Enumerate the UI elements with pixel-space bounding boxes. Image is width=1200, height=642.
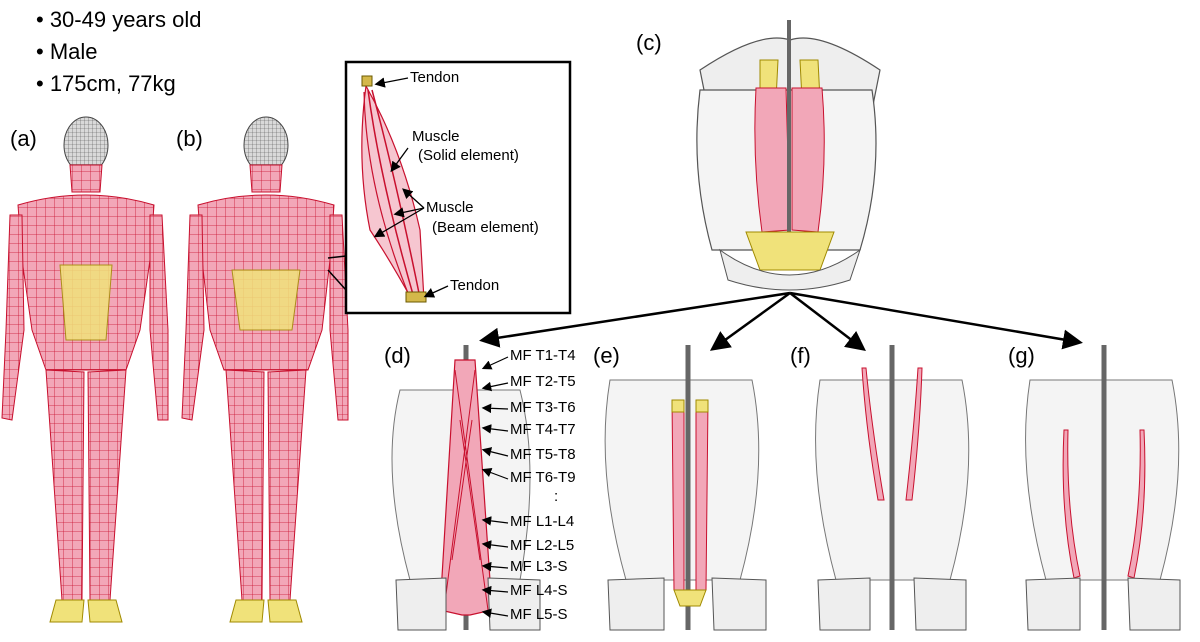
mf-label-t2-t5: MF T2-T5 (510, 373, 576, 390)
arrow-to-panel-f (790, 293, 862, 348)
mf-label-l3-s: MF L3-S (510, 558, 568, 575)
mf-label-l1-l4: MF L1-L4 (510, 513, 574, 530)
mf-label-ellipsis: : (554, 488, 558, 505)
full-body-anterior-model (2, 117, 168, 622)
longissimus-model (605, 345, 766, 630)
mf-label-t1-t4: MF T1-T4 (510, 347, 576, 364)
mf-label-l4-s: MF L4-S (510, 582, 568, 599)
callout-muscle-solid-note: (Solid element) (418, 146, 519, 165)
iliocostalis-thoracis-model (816, 345, 969, 630)
tendon-bottom-element (406, 292, 426, 302)
tendon-top-element (362, 76, 372, 86)
callout-muscle-beam-title: Muscle (426, 198, 474, 217)
mf-label-l5-s: MF L5-S (510, 606, 568, 623)
callout-muscle-beam-note: (Beam element) (432, 218, 539, 237)
callout-muscle-solid-title: Muscle (412, 127, 460, 146)
arrow-to-panel-g (790, 293, 1078, 342)
callout-tendon-bottom: Tendon (450, 276, 499, 295)
erector-spinae-full-model (697, 20, 880, 290)
callout-tendon-top: Tendon (410, 68, 459, 87)
mf-label-l2-l5: MF L2-L5 (510, 537, 574, 554)
mf-label-t5-t8: MF T5-T8 (510, 446, 576, 463)
mf-label-t3-t6: MF T3-T6 (510, 399, 576, 416)
arrow-to-panel-e (714, 293, 790, 348)
mf-label-t4-t7: MF T4-T7 (510, 421, 576, 438)
mf-label-t6-t9: MF T6-T9 (510, 469, 576, 486)
full-body-posterior-model (182, 117, 348, 622)
iliocostalis-lumborum-model (1026, 345, 1180, 630)
